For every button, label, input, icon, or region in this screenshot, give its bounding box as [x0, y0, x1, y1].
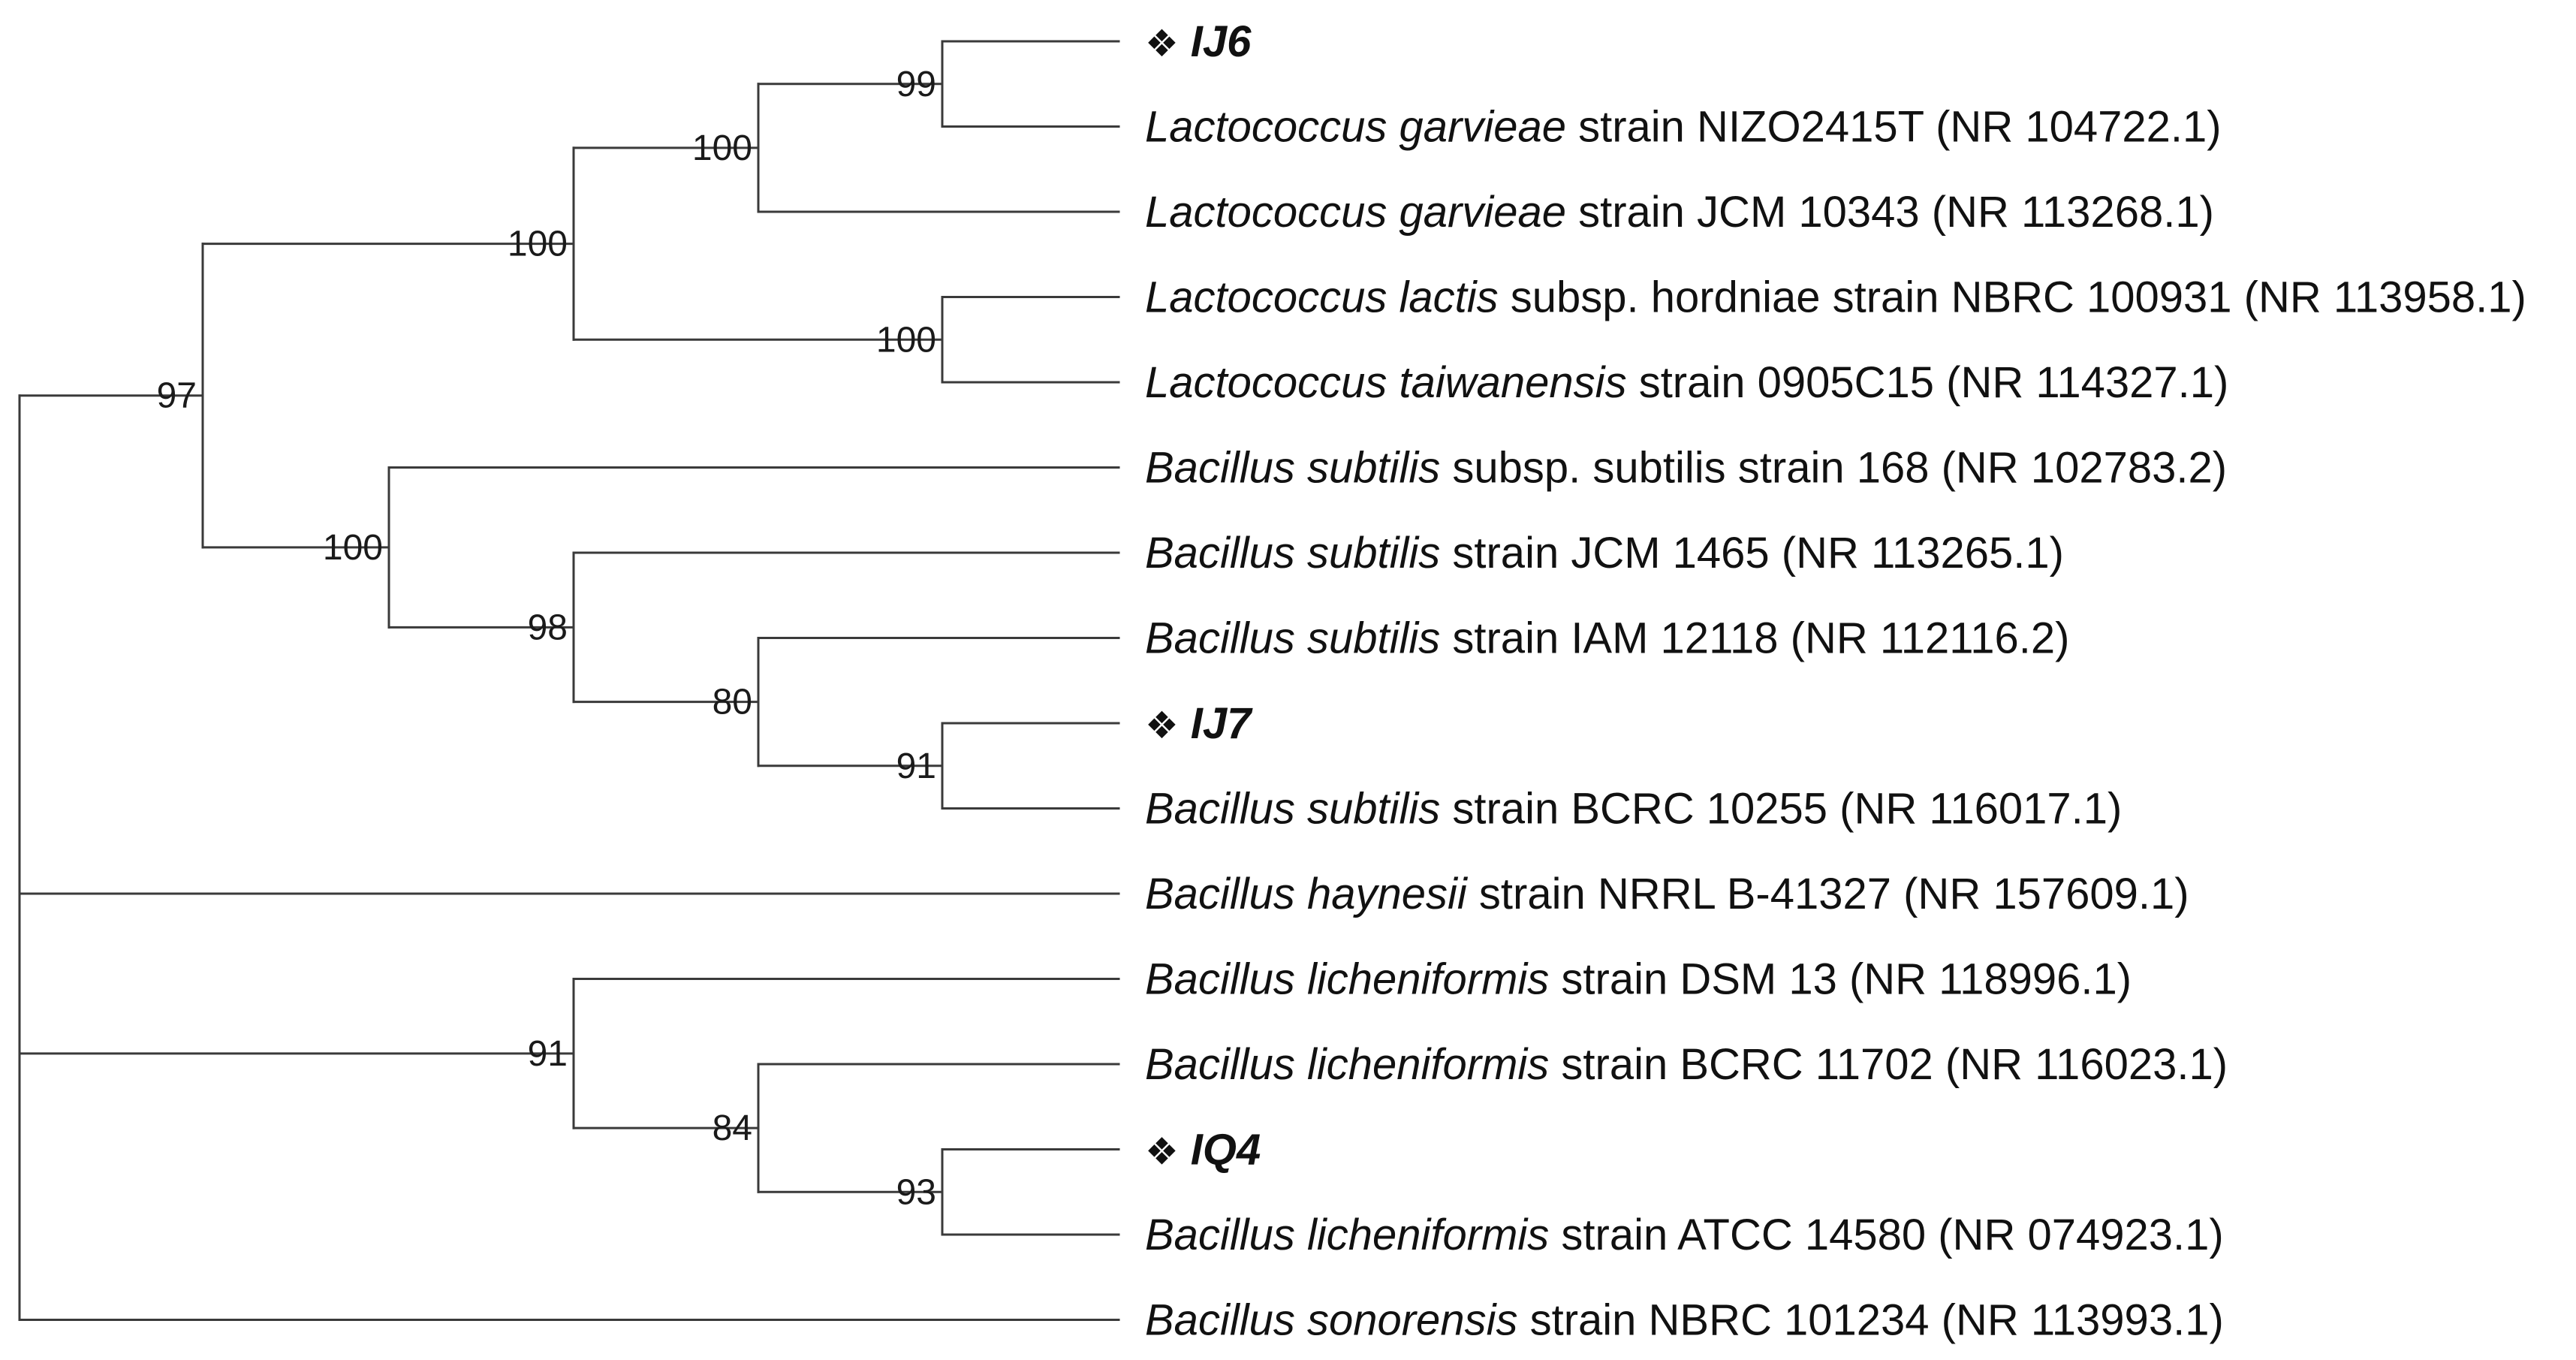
species-name: Bacillus subtilis — [1145, 529, 1440, 577]
strain-accession: strain ATCC 14580 (NR 074923.1) — [1549, 1211, 2223, 1259]
species-name: Lactococcus taiwanensis — [1145, 358, 1627, 407]
strain-accession: strain DSM 13 (NR 118996.1) — [1549, 955, 2132, 1004]
species-name: Bacillus sonorensis — [1145, 1296, 1517, 1345]
bootstrap-n_lactococcus: 100 — [508, 225, 568, 264]
bootstrap-n_ij7_bcrc: 91 — [896, 746, 936, 786]
leaf-label-IJ7: ❖ IJ7 — [1145, 699, 1253, 748]
strain-accession: strain NRRL B-41327 (NR 157609.1) — [1467, 870, 2189, 918]
leaf-label-IJ6: ❖ IJ6 — [1145, 17, 1252, 66]
strain-accession: strain NIZO2415T (NR 104722.1) — [1566, 103, 2222, 152]
bootstrap-n_ij6_nizo: 99 — [896, 65, 936, 104]
species-name: Bacillus licheniformis — [1145, 1211, 1549, 1259]
leaf-label-L_taiwanensis: Lactococcus taiwanensis strain 0905C15 (… — [1145, 358, 2228, 407]
species-name: Bacillus licheniformis — [1145, 955, 1549, 1004]
leaf-label-B_subtilis_168: Bacillus subtilis subsp. subtilis strain… — [1145, 444, 2227, 493]
bootstrap-n_garvieae: 100 — [692, 128, 752, 168]
diamond-marker-icon: ❖ — [1145, 22, 1191, 65]
strain-accession: strain BCRC 10255 (NR 116017.1) — [1440, 785, 2122, 834]
strain-accession: subsp. subtilis strain 168 (NR 102783.2) — [1440, 444, 2227, 493]
species-name: Bacillus licheniformis — [1145, 1040, 1549, 1089]
strain-accession: strain JCM 1465 (NR 113265.1) — [1440, 529, 2064, 577]
leaf-label-B_sonorensis: Bacillus sonorensis strain NBRC 101234 (… — [1145, 1296, 2224, 1345]
strain-accession: strain IAM 12118 (NR 112116.2) — [1440, 614, 2069, 663]
species-name: Bacillus haynesii — [1145, 870, 1469, 918]
isolate-name: IQ4 — [1191, 1126, 1261, 1175]
bootstrap-n_iq4_atcc: 93 — [896, 1172, 936, 1212]
species-name: Bacillus subtilis — [1145, 444, 1440, 493]
tree-branches — [18, 40, 1120, 1321]
bootstrap-n_jcm_iam: 98 — [528, 608, 568, 647]
leaf-label-B_subtilis_BCRC: Bacillus subtilis strain BCRC 10255 (NR … — [1145, 785, 2122, 834]
leaf-label-B_lich_BCRC: Bacillus licheniformis strain BCRC 11702… — [1145, 1040, 2228, 1089]
species-name: Lactococcus garvieae — [1145, 188, 1566, 237]
leaf-label-B_haynesii: Bacillus haynesii strain NRRL B-41327 (N… — [1145, 870, 2189, 918]
leaf-label-L_lactis: Lactococcus lactis subsp. hordniae strai… — [1145, 273, 2526, 322]
bootstrap-n_bcrc_iq4: 84 — [713, 1108, 752, 1148]
species-name: Bacillus subtilis — [1145, 785, 1440, 834]
leaf-label-IQ4: ❖ IQ4 — [1145, 1126, 1261, 1175]
species-name: Lactococcus garvieae — [1145, 103, 1566, 152]
bootstrap-n_subtilis: 100 — [323, 528, 383, 568]
strain-accession: subsp. hordniae strain NBRC 100931 (NR 1… — [1499, 273, 2526, 322]
isolate-name: IJ6 — [1191, 17, 1252, 66]
strain-accession: strain NBRC 101234 (NR 113993.1) — [1517, 1296, 2223, 1345]
leaf-label-B_lich_DSM: Bacillus licheniformis strain DSM 13 (NR… — [1145, 955, 2132, 1004]
leaf-label-L_garvieae_NIZO: Lactococcus garvieae strain NIZO2415T (N… — [1145, 103, 2222, 152]
bootstrap-values: 99 100 100 100 91 80 98 100 97 93 84 91 — [157, 65, 936, 1213]
strain-accession: strain BCRC 11702 (NR 116023.1) — [1549, 1040, 2228, 1089]
leaf-label-B_subtilis_IAM: Bacillus subtilis strain IAM 12118 (NR 1… — [1145, 614, 2069, 663]
isolate-name: IJ7 — [1191, 699, 1253, 748]
bootstrap-n_licheniformis: 91 — [528, 1034, 568, 1074]
diamond-marker-icon: ❖ — [1145, 704, 1191, 747]
leaf-label-L_garvieae_JCM: Lactococcus garvieae strain JCM 10343 (N… — [1145, 188, 2214, 237]
bootstrap-n_lacto_subtilis: 97 — [157, 376, 197, 416]
strain-accession: strain 0905C15 (NR 114327.1) — [1627, 358, 2229, 407]
leaf-label-B_subtilis_JCM: Bacillus subtilis strain JCM 1465 (NR 11… — [1145, 529, 2064, 577]
species-name: Lactococcus lactis — [1145, 273, 1499, 322]
diamond-marker-icon: ❖ — [1145, 1130, 1191, 1174]
strain-accession: strain JCM 10343 (NR 113268.1) — [1566, 188, 2214, 237]
bootstrap-n_lactis_taiw: 100 — [876, 320, 936, 360]
bootstrap-n_iam_ij7: 80 — [713, 683, 752, 722]
species-name: Bacillus subtilis — [1145, 614, 1440, 663]
leaf-label-B_lich_ATCC: Bacillus licheniformis strain ATCC 14580… — [1145, 1211, 2224, 1259]
